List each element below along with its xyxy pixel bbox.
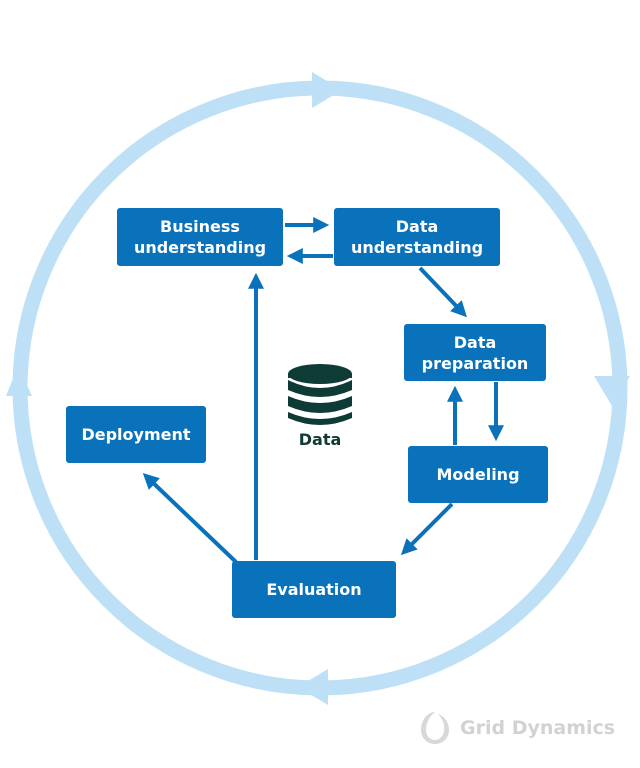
node-data-understanding: Data understanding <box>334 208 500 266</box>
cycle-arrow-top <box>312 72 342 108</box>
node-label: Data preparation <box>421 332 529 373</box>
node-data-preparation: Data preparation <box>404 324 546 381</box>
node-modeling: Modeling <box>408 446 548 503</box>
database-icon <box>288 364 352 425</box>
node-evaluation: Evaluation <box>232 561 396 618</box>
brand-name: Grid Dynamics <box>460 717 616 739</box>
cycle-arrow-left <box>6 366 32 396</box>
node-label: Deployment <box>81 425 191 444</box>
node-label: Data understanding <box>350 217 484 257</box>
arrow-dataund-to-prep <box>418 266 467 318</box>
node-label: Business understanding <box>133 217 267 257</box>
cycle-arrow-bottom <box>298 669 328 705</box>
arrow-modeling-to-eval <box>400 502 454 556</box>
arrow-eval-to-deploy <box>142 473 238 564</box>
node-label: Modeling <box>436 465 520 484</box>
brand-watermark: Grid Dynamics <box>418 710 615 746</box>
node-label: Evaluation <box>266 580 362 599</box>
cycle-arrow-right <box>594 376 630 406</box>
grid-dynamics-logo-icon <box>421 712 449 744</box>
node-deployment: Deployment <box>66 406 206 463</box>
node-business-understanding: Business understanding <box>117 208 283 266</box>
data-label: Data <box>298 430 342 449</box>
